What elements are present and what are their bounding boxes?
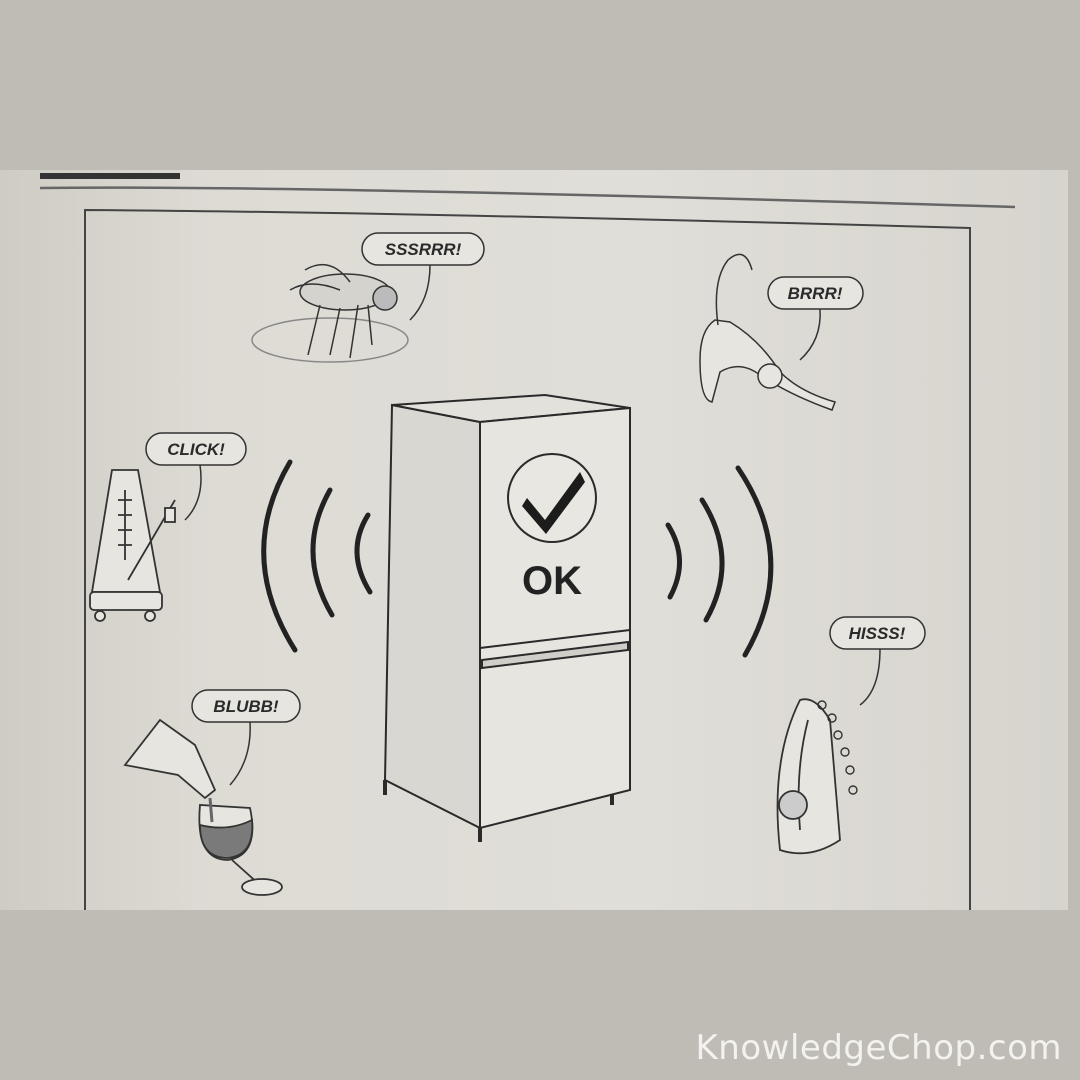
- speech-bubble-iron: HISSS!: [829, 616, 926, 706]
- sound-waves-left-icon: [261, 459, 373, 653]
- steam-icon: [817, 700, 858, 795]
- fly-icon: [251, 263, 409, 363]
- watermark: KnowledgeChop.com: [695, 1028, 1062, 1068]
- speech-bubble-fly: SSSRRR!: [361, 232, 485, 321]
- wine-bottle-glass-icon: [123, 718, 283, 896]
- iron-icon: [776, 698, 858, 855]
- speech-bubble-metronome: CLICK!: [145, 432, 247, 521]
- speech-bubble-wine: BLUBB!: [191, 689, 301, 786]
- fridge-icon: [383, 393, 631, 842]
- ok-badge: [507, 453, 597, 543]
- sound-label-cat: BRRR!: [788, 284, 843, 303]
- sound-label-metronome: CLICK!: [167, 440, 225, 459]
- sound-label-iron: HISSS!: [849, 624, 906, 643]
- sound-label-fly: SSSRRR!: [385, 240, 462, 259]
- fridge-status-label: OK: [522, 559, 582, 603]
- illustration-frame: [84, 208, 971, 910]
- checkmark-icon: [522, 472, 585, 534]
- speech-bubble-cat: BRRR!: [767, 276, 864, 361]
- sound-label-wine: BLUBB!: [213, 697, 278, 716]
- header-rule: [39, 186, 1016, 209]
- cat-icon: [699, 253, 836, 411]
- metronome-icon: [89, 469, 176, 622]
- sound-waves-right-icon: [665, 465, 774, 658]
